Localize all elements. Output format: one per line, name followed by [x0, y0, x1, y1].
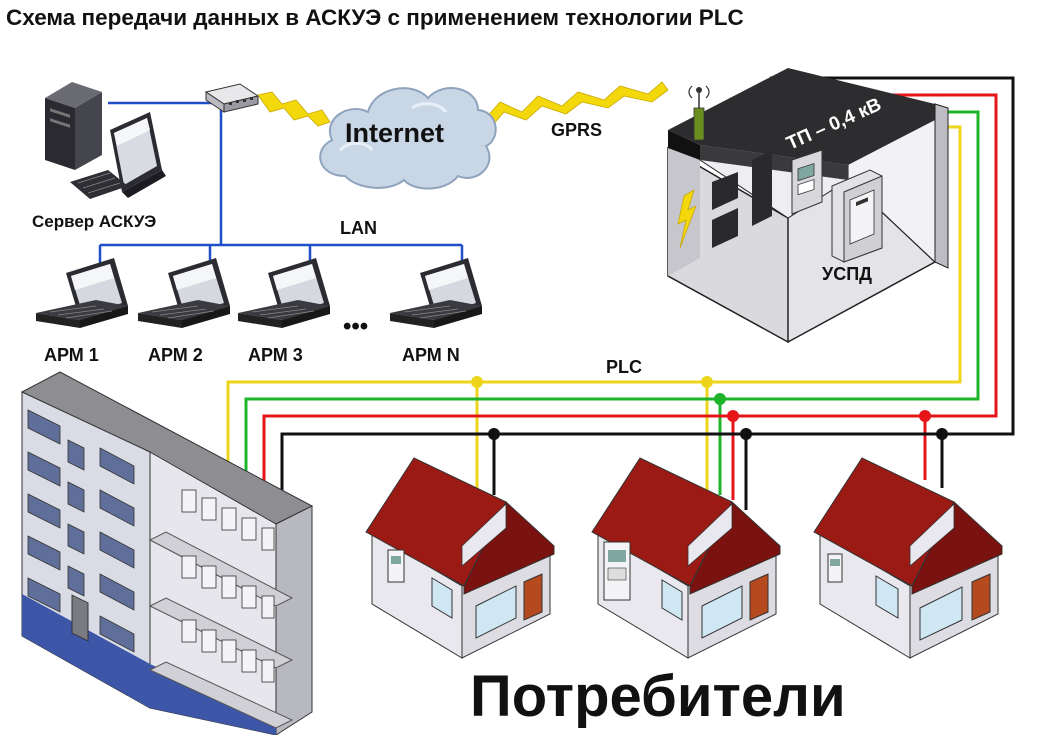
house-3 [813, 457, 1003, 659]
house-meter-icon [827, 553, 843, 583]
line-junctions [471, 376, 948, 440]
arm-1-label: АРМ 1 [44, 345, 99, 365]
building-door [71, 594, 89, 642]
house-door-icon [971, 573, 991, 621]
house-window-icon [661, 579, 683, 621]
substation-building [667, 68, 949, 344]
plc-label: PLC [606, 357, 642, 377]
line-black [280, 76, 1015, 495]
junction-dot [471, 376, 483, 388]
house-1 [365, 457, 555, 659]
internet-label: Internet [345, 118, 444, 148]
uspd-cabinet-icon [831, 169, 883, 263]
house-door-icon [523, 573, 543, 621]
house-window-icon [701, 585, 743, 639]
building-meters-icon [181, 489, 275, 683]
junction-dot [936, 428, 948, 440]
server-label: Сервер АСКУЭ [32, 212, 156, 231]
laptop-icon-3 [238, 258, 330, 328]
lan-lines [98, 101, 464, 268]
lan-label: LAN [340, 218, 377, 238]
zigzag-link-right [485, 81, 669, 127]
house-window-icon [475, 585, 517, 639]
laptop-icon-2 [138, 258, 230, 328]
diagram-title: Схема передачи данных в АСКУЭ с применен… [6, 5, 744, 30]
junction-dot [727, 410, 739, 422]
junction-dot [919, 410, 931, 422]
house-window-icon [875, 575, 899, 619]
building-windows [27, 409, 135, 653]
server-computer-icon [45, 82, 166, 199]
arm-n-label: АРМ N [402, 345, 460, 365]
house-door-icon [749, 573, 769, 621]
lightning-warning-icon [677, 189, 697, 249]
meter-cabinet-icon [791, 149, 823, 215]
house-meter-icon [387, 549, 405, 583]
house-window-icon [431, 577, 453, 619]
laptop-icon-1 [36, 258, 128, 328]
junction-dot [701, 376, 713, 388]
arm-3-label: АРМ 3 [248, 345, 303, 365]
house-window-icon [919, 586, 963, 641]
zigzag-link-left [257, 91, 331, 127]
laptop-icon-n [390, 258, 482, 328]
gprs-label: GPRS [551, 120, 602, 140]
gprs-antenna-icon [688, 85, 710, 141]
network-switch-icon [204, 83, 260, 113]
internet-cloud-icon [319, 87, 497, 190]
junction-dot [488, 428, 500, 440]
arm-2-label: АРМ 2 [148, 345, 203, 365]
vent-grille-icon [712, 150, 772, 248]
consumers-label: Потребители [470, 664, 846, 729]
house-2 [591, 457, 781, 659]
arm-ellipsis: ••• [343, 313, 368, 340]
junction-dot [714, 393, 726, 405]
line-red [262, 93, 998, 490]
uspd-label: УСПД [822, 264, 872, 284]
junction-dot [740, 428, 752, 440]
apartment-building [20, 371, 314, 735]
